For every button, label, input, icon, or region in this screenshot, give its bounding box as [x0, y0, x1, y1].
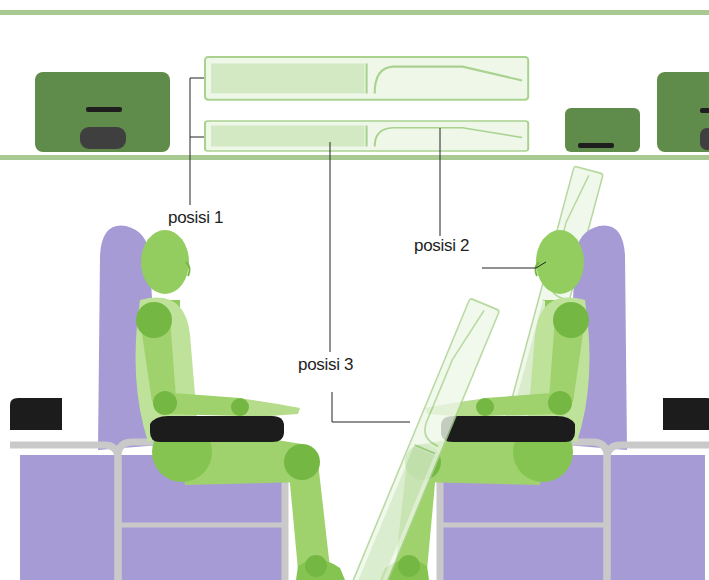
suitcase [565, 108, 640, 152]
bracket [190, 78, 204, 137]
tray-stowed [205, 57, 528, 100]
rack-top-line [0, 10, 709, 15]
leader-line [332, 392, 410, 422]
suitcase-wheel [80, 127, 126, 149]
suitcase [657, 72, 709, 152]
rack-shelf-line [0, 155, 709, 160]
suitcase [35, 72, 170, 152]
leader-line [190, 137, 191, 205]
suitcase-handle [86, 107, 122, 112]
leader-lines [190, 78, 546, 422]
suitcase-wheel [700, 128, 709, 150]
position-label: posisi 1 [168, 208, 223, 228]
tray-lowered [350, 298, 500, 580]
tray-stowed [205, 121, 528, 151]
seated-passenger [10, 226, 345, 580]
suitcase-handle [700, 108, 709, 113]
leader-line [482, 262, 546, 268]
leader-line [440, 128, 441, 236]
suitcase-handle [578, 143, 614, 148]
position-label: posisi 3 [298, 355, 353, 375]
position-label: posisi 2 [414, 236, 469, 256]
leader-line [330, 142, 331, 352]
